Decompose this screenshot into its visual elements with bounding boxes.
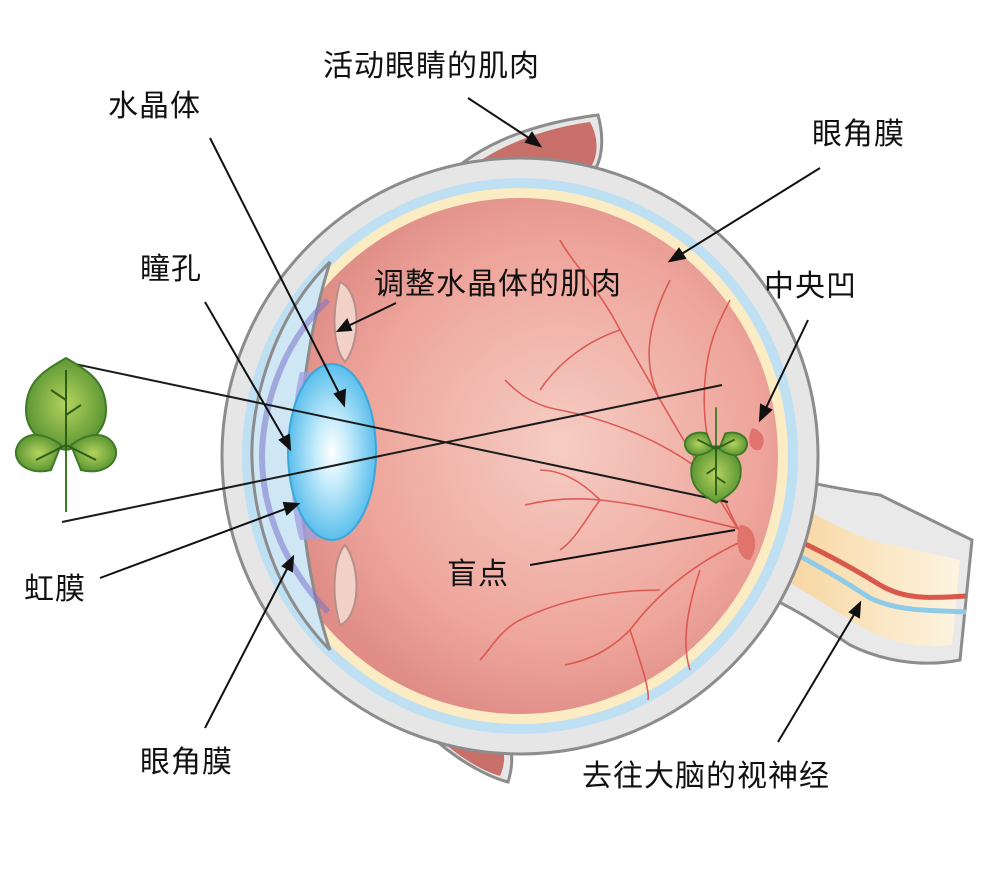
retinal-blood-vessels xyxy=(479,239,746,701)
label-fovea: 中央凹 xyxy=(764,269,857,304)
label-blind-spot: 盲点 xyxy=(447,557,509,592)
label-cornea-top: 眼角膜 xyxy=(812,117,905,152)
label-cornea-bottom: 眼角膜 xyxy=(140,745,233,780)
pointer-ciliary xyxy=(335,302,397,333)
ciliary-muscle-bottom xyxy=(333,543,358,627)
pointer-optic-nerve xyxy=(777,600,862,743)
crystalline-lens xyxy=(287,363,377,541)
pointer-iris xyxy=(99,501,301,579)
label-pupil: 瞳孔 xyxy=(140,252,202,287)
pointer-muscle-eye xyxy=(467,97,543,148)
label-lens: 水晶体 xyxy=(108,89,201,124)
leaf-object-icon xyxy=(14,356,118,512)
pointer-pupil xyxy=(204,301,292,452)
pointer-cornea-top xyxy=(667,167,821,263)
pointer-fovea xyxy=(758,319,809,423)
label-ciliary-muscle: 调整水晶体的肌肉 xyxy=(374,267,622,302)
label-eye-moving-muscle: 活动眼睛的肌肉 xyxy=(323,49,540,84)
vitreous-body xyxy=(262,198,778,714)
pointer-cornea-bottom xyxy=(204,554,295,729)
blind-spot-disc xyxy=(737,525,756,560)
label-iris: 虹膜 xyxy=(24,572,86,607)
label-optic-nerve: 去往大脑的视神经 xyxy=(582,759,830,794)
fovea-pit xyxy=(749,428,764,451)
retinal-image-leaf-icon xyxy=(684,407,748,504)
light-ray-2 xyxy=(61,384,723,523)
pointer-blind-spot xyxy=(529,529,736,566)
pointer-lens xyxy=(209,137,347,408)
light-ray-1 xyxy=(69,362,729,503)
